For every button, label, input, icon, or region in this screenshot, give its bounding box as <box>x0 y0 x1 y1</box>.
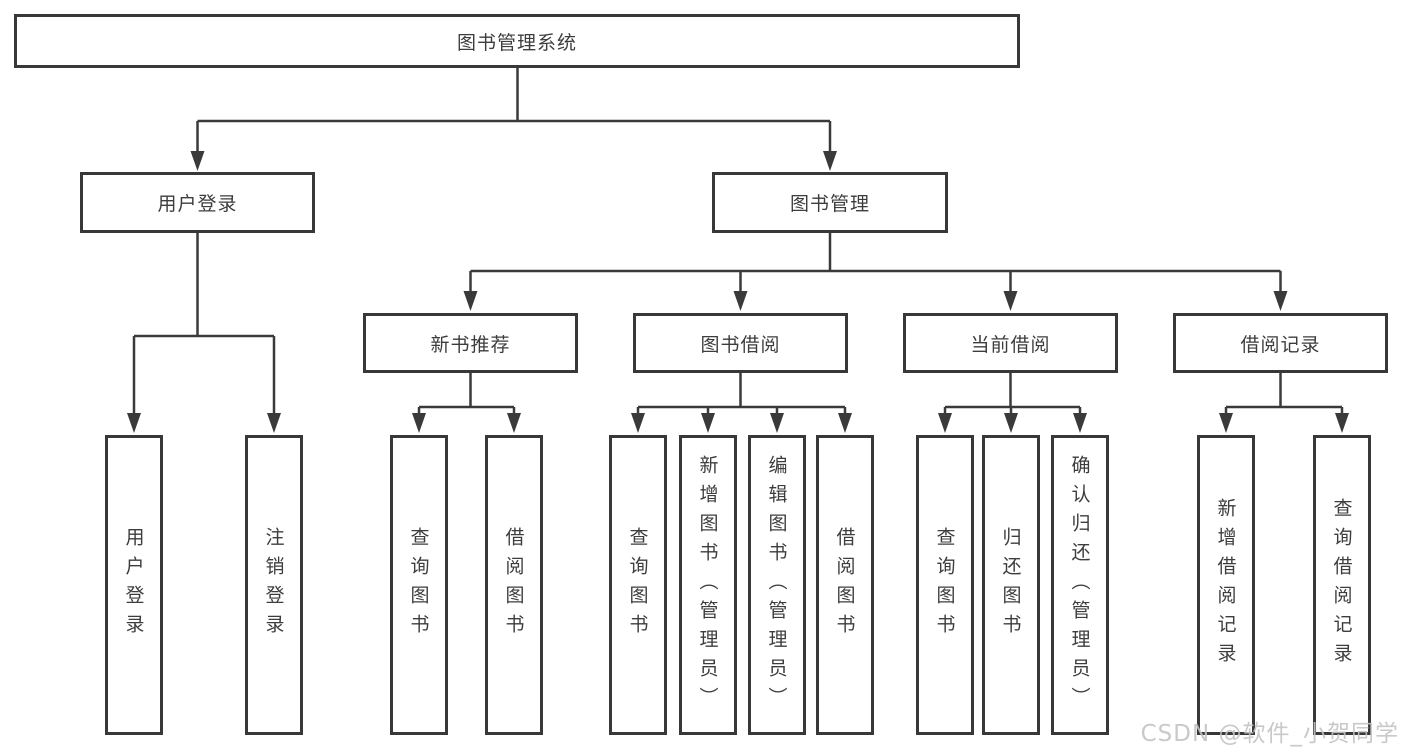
arrowhead <box>190 151 837 171</box>
arrowhead <box>127 413 281 433</box>
connector-borrowing-records-lines <box>1224 373 1344 416</box>
node-book-borrowing: 图书借阅 <box>633 313 848 373</box>
node-book-management: 图书管理 <box>712 172 948 233</box>
connector-root-lines <box>196 68 832 153</box>
connector-user-login-lines <box>132 233 276 416</box>
arrowhead <box>631 413 852 433</box>
node-current-borrowing: 当前借阅 <box>903 313 1118 373</box>
leaf-query-books-borrowing: 查询图书 <box>609 435 667 735</box>
leaf-borrow-books-recommend: 借阅图书 <box>485 435 543 735</box>
leaf-return-books: 归还图书 <box>982 435 1040 735</box>
leaf-query-books-recommend: 查询图书 <box>390 435 448 735</box>
connector-book-management-lines <box>469 233 1282 293</box>
node-root: 图书管理系统 <box>14 14 1020 68</box>
csdn-watermark: CSDN @软件_小贺同学 <box>1140 721 1399 747</box>
leaf-add-books-admin: 新增图书（管理员） <box>679 435 737 735</box>
arrowhead <box>463 291 1288 311</box>
node-new-book-recommendation: 新书推荐 <box>363 313 578 373</box>
node-borrowing-records: 借阅记录 <box>1173 313 1388 373</box>
leaf-logout: 注销登录 <box>245 435 303 735</box>
leaf-borrow-books-borrowing: 借阅图书 <box>816 435 874 735</box>
leaf-edit-books-admin: 编辑图书（管理员） <box>748 435 806 735</box>
leaf-query-books-current: 查询图书 <box>916 435 974 735</box>
leaf-query-borrow-record: 查询借阅记录 <box>1313 435 1371 735</box>
connector-current-borrowing-lines <box>943 373 1082 416</box>
arrowhead <box>1219 413 1349 433</box>
connector-new-book-recommendation-lines <box>417 373 516 416</box>
node-user-login: 用户登录 <box>80 172 315 233</box>
leaf-confirm-return-admin: 确认归还（管理员） <box>1051 435 1109 735</box>
arrowhead <box>412 413 521 433</box>
arrowhead <box>938 413 1087 433</box>
leaf-user-login: 用户登录 <box>105 435 163 735</box>
leaf-add-borrow-record: 新增借阅记录 <box>1197 435 1255 735</box>
connector-book-borrowing-lines <box>636 373 847 416</box>
